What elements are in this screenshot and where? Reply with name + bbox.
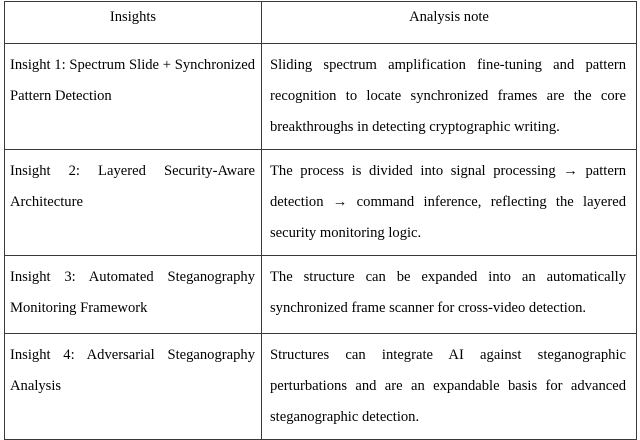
insight-1-text: Insight 1: Spectrum Slide + Synchronized… xyxy=(10,57,255,104)
note-3-text: The structure can be expanded into an au… xyxy=(270,269,626,316)
note-2-text: The process is divided into signal proce… xyxy=(270,163,626,241)
insights-analysis-table: Insights Analysis note Insight 1: Spectr… xyxy=(4,1,637,440)
header-cell-analysis-note: Analysis note xyxy=(261,1,637,44)
cell-insight-2: Insight 2: Layered Security-Aware Archit… xyxy=(4,149,262,256)
note-4-text: Structures can integrate AI against steg… xyxy=(270,347,626,425)
cell-note-2: The process is divided into signal proce… xyxy=(261,149,637,256)
insight-2-text: Insight 2: Layered Security-Aware Archit… xyxy=(10,163,255,210)
cell-note-3: The structure can be expanded into an au… xyxy=(261,255,637,334)
cell-insight-1: Insight 1: Spectrum Slide + Synchronized… xyxy=(4,43,262,150)
cell-note-4: Structures can integrate AI against steg… xyxy=(261,333,637,440)
note-1-text: Sliding spectrum amplification fine-tuni… xyxy=(270,57,626,135)
header-label-analysis-note: Analysis note xyxy=(409,9,489,25)
table-row: Insight 2: Layered Security-Aware Archit… xyxy=(4,149,637,256)
cell-insight-4: Insight 4: Adversarial Steganography Ana… xyxy=(4,333,262,440)
table-row: Insight 3: Automated Steganography Monit… xyxy=(4,255,637,334)
insight-4-text: Insight 4: Adversarial Steganography Ana… xyxy=(10,347,255,394)
header-cell-insights: Insights xyxy=(4,1,262,44)
cell-note-1: Sliding spectrum amplification fine-tuni… xyxy=(261,43,637,150)
cell-insight-3: Insight 3: Automated Steganography Monit… xyxy=(4,255,262,334)
insight-3-text: Insight 3: Automated Steganography Monit… xyxy=(10,269,255,316)
table-row: Insight 1: Spectrum Slide + Synchronized… xyxy=(4,43,637,150)
table-row: Insight 4: Adversarial Steganography Ana… xyxy=(4,333,637,440)
table-header-row: Insights Analysis note xyxy=(4,1,637,44)
header-label-insights: Insights xyxy=(109,9,157,25)
document-page: Insights Analysis note Insight 1: Spectr… xyxy=(4,1,637,440)
